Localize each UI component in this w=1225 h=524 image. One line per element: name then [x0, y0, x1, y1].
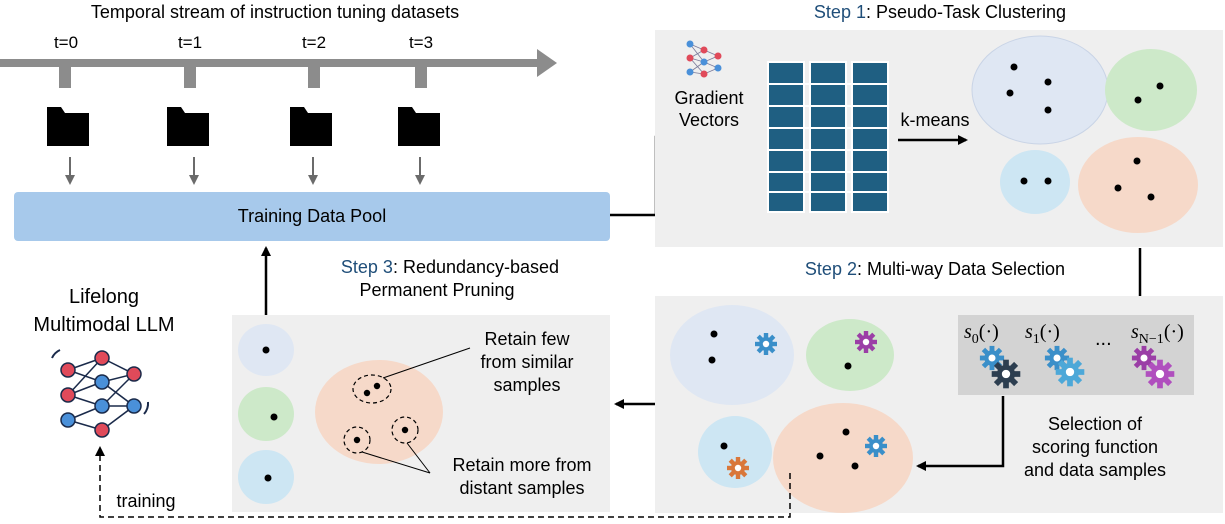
gradient-label-line2: Vectors — [679, 110, 739, 130]
pool-label: Training Data Pool — [238, 206, 386, 226]
cluster-green — [238, 387, 294, 441]
llm-label-line2: Multimodal LLM — [33, 314, 174, 336]
step3-prefix: Step 3 — [341, 257, 393, 277]
timeline-axis — [0, 59, 540, 67]
callout-line — [382, 347, 471, 379]
timeline-title: Temporal stream of instruction tuning da… — [91, 2, 459, 22]
step2-heading: Step 2: Multi-way Data Selection — [805, 259, 1065, 279]
step1-heading: Step 1: Pseudo-Task Clustering — [814, 2, 1066, 22]
step2-clusters — [670, 305, 913, 513]
timeline-tick-2: t=2 — [302, 33, 326, 88]
callout-line — [406, 442, 431, 474]
cluster-green — [1105, 49, 1197, 131]
gear-icon — [855, 331, 877, 353]
distant-sample-ring — [343, 426, 371, 454]
neural-network-icon — [51, 349, 150, 438]
step1-clusters — [971, 35, 1198, 233]
retain-few-line2: from similar — [481, 352, 574, 372]
cluster-blue — [971, 35, 1109, 145]
tick-label-1: t=1 — [178, 33, 202, 52]
tick-label-3: t=3 — [409, 33, 433, 52]
training-label: training — [116, 491, 175, 511]
retain-more-line1: Retain more from — [452, 455, 591, 475]
selection-caption-line1: Selection of — [1048, 414, 1143, 434]
folder-icon — [398, 107, 440, 146]
retain-few-line1: Retain few — [484, 329, 570, 349]
training-data-pool — [14, 192, 610, 241]
gear-icon — [865, 435, 887, 457]
gradient-matrix — [767, 61, 889, 213]
timeline-tick-0: t=0 — [54, 33, 78, 88]
training-feedback-arrow — [95, 446, 791, 518]
retain-few-line3: samples — [493, 375, 560, 395]
callout-line — [361, 451, 431, 474]
step3-clusters — [238, 324, 471, 504]
gear-icon — [755, 333, 777, 355]
cluster-green — [806, 319, 894, 391]
folder-icon — [47, 107, 89, 146]
scoring-ellipsis: ... — [1095, 328, 1112, 350]
retain-more-line2: distant samples — [459, 478, 584, 498]
similar-samples-group — [352, 374, 392, 404]
folder-icon — [290, 107, 332, 146]
scoring-fn-sn: sN−1(·) — [1131, 321, 1184, 347]
timeline-tick-3: t=3 — [409, 33, 433, 88]
cluster-lightblue — [1000, 150, 1070, 214]
scoring-fn-s1: s1(·) — [1025, 321, 1060, 347]
cluster-peach — [773, 403, 913, 513]
step3-heading-line1: Step 3: Redundancy-based — [341, 257, 559, 277]
timeline-tick-1: t=1 — [178, 33, 202, 88]
step2-title: : Multi-way Data Selection — [857, 259, 1065, 279]
step2-prefix: Step 2 — [805, 259, 857, 279]
cluster-peach — [315, 360, 443, 464]
step1-prefix: Step 1 — [814, 2, 866, 22]
gradient-label-line1: Gradient — [674, 88, 743, 108]
timeline-arrowhead — [537, 49, 557, 77]
neural-network-icon — [686, 40, 722, 78]
tick-label-0: t=0 — [54, 33, 78, 52]
folder-icon — [167, 107, 209, 146]
scoring-fn-s0: s0(·) — [964, 321, 999, 347]
selection-caption-line3: and data samples — [1024, 460, 1166, 480]
distant-sample-ring — [391, 416, 419, 444]
step1-title: : Pseudo-Task Clustering — [866, 2, 1066, 22]
cluster-blue — [670, 305, 794, 405]
tick-label-2: t=2 — [302, 33, 326, 52]
kmeans-label: k-means — [900, 110, 969, 130]
scoring-to-clusters-arrow — [916, 396, 1005, 471]
cluster-peach — [1078, 137, 1198, 233]
llm-label-line1: Lifelong — [69, 286, 139, 308]
cluster-lightblue — [698, 416, 772, 488]
selection-caption-line2: scoring function — [1032, 437, 1158, 457]
step3-title-line2: Permanent Pruning — [359, 280, 514, 300]
gear-icon — [727, 457, 749, 479]
step3-title-line1: : Redundancy-based — [393, 257, 559, 277]
